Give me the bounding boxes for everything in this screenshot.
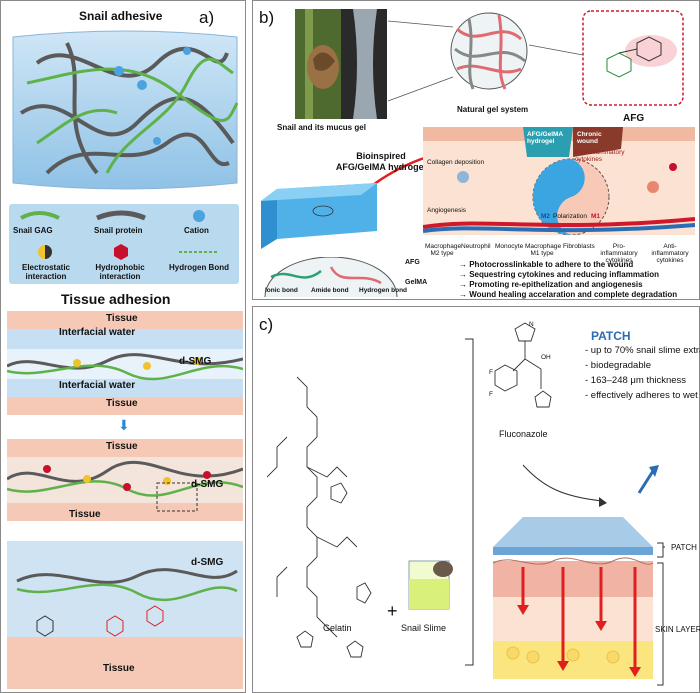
interfacial-water-bottom: Interfacial water: [59, 380, 136, 391]
dsmg-1: d-SMG: [179, 356, 212, 367]
legend-hydrophobic: Hydrophobic interaction: [95, 263, 145, 281]
snail-adhesive-title: Snail adhesive: [79, 9, 163, 23]
gelatin-label: Gelatin: [323, 623, 352, 633]
interfacial-water-illustration: [7, 311, 243, 415]
natural-gel-caption: Natural gel system: [457, 105, 529, 114]
cell-neutrophil: Neutrophil: [461, 243, 491, 250]
angiogenesis-label: Angiogenesis: [427, 207, 467, 214]
down-arrow-icon: ⬇: [118, 417, 130, 433]
interfacial-water-top: Interfacial water: [59, 327, 136, 338]
wound-healing-scene: [423, 127, 695, 235]
natural-gel-illustration: [450, 12, 528, 90]
mix-bracket: [465, 338, 474, 666]
dsmg-2: d-SMG: [191, 479, 224, 490]
atom-oh: OH: [541, 354, 551, 361]
tissue-top-1: Tissue: [106, 313, 138, 324]
legend-electrostatic: Electrostatic interaction: [21, 263, 71, 281]
afg-caption: AFG: [623, 113, 645, 124]
cell-fibroblasts: Fibroblasts: [563, 243, 595, 250]
collagen-label: Collagen deposition: [427, 159, 485, 166]
patch-title: PATCH: [591, 329, 631, 343]
atom-f-2: F: [489, 391, 493, 398]
snail-slime-beaker: [408, 560, 453, 610]
plus-sign: +: [387, 601, 398, 621]
tissue-bottom-2: Tissue: [69, 509, 101, 520]
m1-label: M1: [591, 213, 601, 220]
skin-layers-label: SKIN LAYERS: [655, 625, 700, 634]
snail-caption: Snail and its mucus gel: [277, 123, 366, 132]
bullet-1: → Photocrosslinkable to adhere to the wo…: [459, 260, 634, 269]
atom-n: N: [529, 321, 534, 328]
snail-photo: [295, 9, 387, 119]
panel-c-label: c): [259, 315, 274, 334]
m2-label: M2: [541, 213, 551, 220]
hydrogel-block: [261, 183, 377, 249]
chronic-wound-label: Chronic wound: [577, 131, 602, 145]
cell-macrophage-m2: Macrophage M2 type: [425, 243, 462, 257]
tissue-adhesion-title: Tissue adhesion: [61, 291, 171, 307]
bullet-4: → Wound healing accelaration and complet…: [459, 290, 678, 299]
cell-anti-inflammatory: Anti-inflammatory cytokines: [651, 243, 689, 264]
feature-2: - biodegradable: [585, 360, 652, 371]
bullet-3: → Promoting re-epithelization and angiog…: [459, 280, 643, 289]
synthetic-afg-label: AFG: [405, 259, 420, 266]
bioinspired-caption: Bioinspired AFG/GelMA hydrogel: [335, 151, 427, 172]
cell-monocyte: Monocyte: [495, 243, 524, 250]
legend-cation: Cation: [184, 226, 209, 235]
fluconazole-label: Fluconazole: [499, 429, 548, 439]
snail-slime-label: Snail Slime: [401, 623, 447, 633]
gelma-label: GelMA: [405, 279, 428, 286]
panel-b: b) Snail and its mucus gel Natural gel s…: [252, 0, 700, 300]
amide-bond: Amide bond: [311, 287, 349, 294]
dsmg-3: d-SMG: [191, 557, 224, 568]
molecular-zoom-illustration: [7, 541, 243, 689]
cell-pro-inflammatory: Pro-inflammatory cytokines: [600, 243, 638, 264]
afg-gelma-hydrogel-label: AFG/GelMA hydrogel: [527, 131, 563, 145]
synthetic-gel-illustration: [264, 257, 398, 297]
bullet-2: → Sequestring cytokines and reducing inf…: [459, 270, 660, 279]
afg-structure: [582, 10, 684, 106]
legend-hbond: Hydrogen Bond: [169, 263, 229, 272]
tissue-bottom-1: Tissue: [106, 398, 138, 409]
hydrogen-bond: Hydrogen bond: [359, 287, 408, 294]
feature-3: - 163–248 μm thickness: [585, 375, 687, 386]
pro-inflammatory-label: Pro-inflammatory cytokines: [575, 149, 625, 163]
gelatin-structure: [267, 376, 372, 658]
panel-b-label: b): [259, 8, 275, 27]
atom-f-1: F: [489, 369, 493, 376]
panel-a-label: a): [199, 8, 215, 27]
fluconazole-structure: [494, 322, 552, 408]
feature-1: - up to 70% snail slime extract: [585, 345, 700, 356]
feature-4: - effectively adheres to wet skin: [585, 390, 700, 401]
legend-protein: Snail protein: [94, 226, 143, 235]
panel-c: c) Gelatin + Snail Slime: [252, 306, 700, 693]
patch-skin-illustration: [492, 464, 665, 686]
legend-gag: Snail GAG: [13, 226, 53, 235]
tissue-bottom-3: Tissue: [103, 663, 135, 674]
ionic-bond: Ionic bond: [265, 287, 298, 294]
panel-a: a) Snail adhesive Snail GAG Snail protei…: [0, 0, 246, 693]
dsmg-adhesion-illustration: [7, 439, 243, 521]
snail-adhesive-gel-illustration: [12, 30, 239, 190]
tissue-top-2: Tissue: [106, 441, 138, 452]
patch-label: PATCH: [671, 543, 697, 552]
legend-symbols: [20, 210, 219, 260]
polarization-label: Polarization: [553, 213, 587, 220]
cell-macrophage-m1: Macrophage M1 type: [525, 243, 562, 257]
cell-legend: Macrophage M2 type Neutrophil Monocyte M…: [425, 237, 697, 264]
